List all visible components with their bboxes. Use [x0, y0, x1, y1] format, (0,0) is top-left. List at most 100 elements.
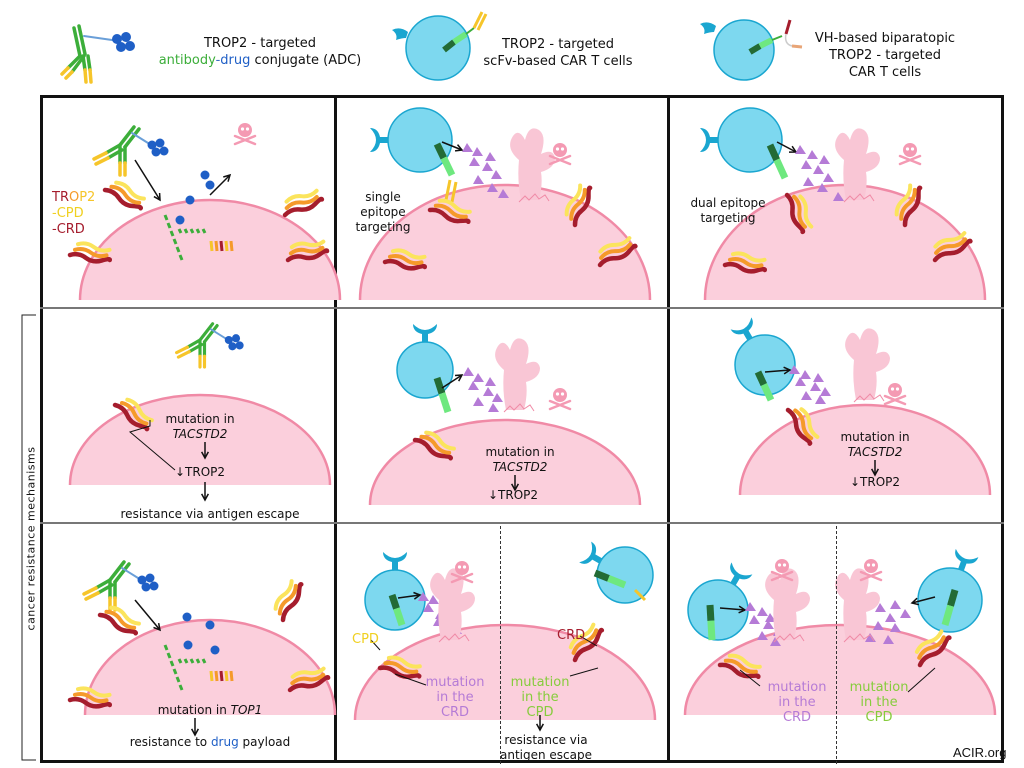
adc-legend-line1: TROP2 - targeted: [203, 36, 317, 51]
fragment: [163, 214, 169, 221]
crd-domain: [785, 407, 813, 446]
adc-drug-word: drug: [220, 53, 251, 68]
r2c2-bleb: [495, 338, 540, 410]
cpd-domain: [564, 183, 583, 217]
orange-domain: [119, 400, 149, 426]
r3c3-right-trop2: [914, 629, 952, 668]
dual-epitope-note: dual epitope targeting: [682, 196, 774, 226]
drug-payload: [155, 138, 165, 148]
r2c2-car: [433, 376, 452, 414]
car-transmembrane: [393, 607, 406, 627]
adc-rest: conjugate (ADC): [250, 53, 362, 68]
fragment: [178, 254, 184, 261]
antibody-chain: [121, 567, 139, 579]
tcr-receptor-icon: [383, 552, 407, 570]
fragment: [172, 238, 178, 245]
granule: [473, 373, 484, 382]
granule: [800, 370, 811, 379]
cpd-domain: [289, 239, 326, 250]
orange-domain: [793, 408, 814, 441]
r3c1-degraded-adc: [163, 644, 234, 691]
r1c2-bleb: [510, 128, 555, 200]
crossbone: [883, 394, 907, 406]
note-line: epitope: [360, 205, 406, 219]
r3c3-left-t-cell: [687, 562, 753, 641]
drug-payload: [149, 581, 159, 591]
crd-pointer: [579, 635, 598, 647]
mut-line: mutation: [849, 680, 909, 695]
granule: [492, 393, 503, 402]
r1c3-bleb: [835, 128, 880, 200]
crd-domain: [67, 696, 112, 709]
r3c2-crd-label: CRD: [557, 628, 586, 643]
antibody-chain: [123, 127, 141, 149]
skull-eye: [910, 147, 915, 151]
mut-line: CPD: [865, 710, 893, 725]
granule: [801, 391, 812, 400]
granule: [810, 382, 821, 391]
r2c3-granules: [789, 365, 831, 404]
bleb-base: [843, 193, 875, 203]
crd-domain: [282, 196, 325, 218]
fragment: [183, 658, 189, 664]
r1c3-tumor-cell: [705, 185, 985, 300]
r3c2-cpd-label: CPD: [352, 632, 379, 647]
orange-domain: [104, 609, 137, 630]
cpd-domain: [75, 241, 112, 253]
granule: [763, 620, 774, 629]
orange-domain: [72, 691, 109, 704]
arrow-head: [153, 622, 162, 632]
r2c2-granules: [463, 367, 503, 412]
granule: [485, 152, 496, 161]
granule: [817, 183, 828, 192]
mut-line: CPD: [526, 705, 554, 720]
antibody-chain: [175, 345, 189, 355]
crossbone: [233, 134, 257, 146]
trop2-label-tr: TR: [52, 190, 69, 205]
r2c1-result: resistance via antigen escape: [120, 507, 300, 521]
r1c1-release-arrow: [209, 173, 232, 196]
fragment: [224, 240, 229, 252]
tumor-cell-membrane: [683, 623, 997, 716]
mutation-in: mutation in: [840, 430, 910, 444]
crossbone: [450, 572, 474, 584]
r3c2-right-mutation: mutation in the CPD: [505, 675, 575, 720]
receptor-shape: [955, 548, 979, 571]
r2c1-trop2-down: ↓TROP2: [174, 465, 226, 479]
bleb-base: [438, 633, 470, 643]
r3c2-right-car: [593, 569, 627, 589]
fragment: [183, 228, 189, 234]
mut-line: in the: [860, 695, 898, 710]
car-transmembrane: [707, 620, 716, 641]
result-part: resistance to: [129, 735, 211, 749]
drug-payload: [137, 575, 147, 585]
tumor-cell-membrane: [68, 393, 332, 486]
orange-domain: [569, 187, 587, 221]
arrow-shaft: [911, 596, 936, 604]
crd-domain: [784, 192, 806, 235]
crossbone: [770, 570, 794, 582]
r2c3-car: [754, 370, 775, 402]
crossbone: [548, 399, 572, 411]
r3c2-tumor-cell: [355, 625, 655, 720]
arrow-shaft: [719, 607, 746, 611]
fragment: [169, 230, 175, 237]
mut-line: CRD: [440, 705, 470, 720]
fragment: [178, 684, 184, 691]
bleb-base: [518, 193, 550, 203]
granule: [473, 397, 484, 406]
bleb-base: [503, 403, 535, 413]
granule: [801, 160, 812, 169]
r3c1-down-arrow: [190, 718, 200, 737]
r3c1-result: resistance to drug payload: [100, 735, 320, 750]
crd-label: -CRD: [52, 222, 85, 237]
receptor-shape: [579, 541, 603, 564]
skull-eye: [560, 392, 565, 396]
drug-payload: [159, 146, 169, 156]
arrow-head: [223, 173, 232, 182]
r3c3-release-arrow: [910, 596, 936, 606]
arrow-shaft: [134, 599, 161, 631]
r1c1-tumor-cell: [80, 200, 340, 300]
fragment: [209, 240, 214, 252]
r2c3-trop2-down: ↓TROP2: [849, 475, 901, 489]
